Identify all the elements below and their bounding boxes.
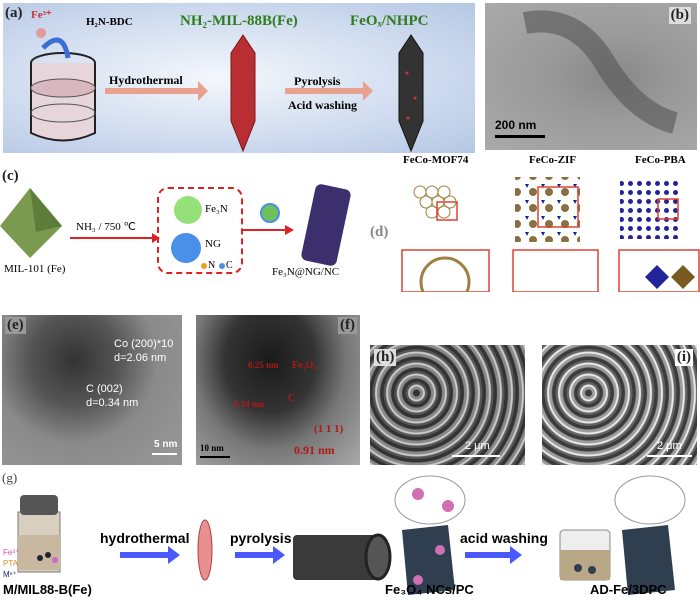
step-hydrothermal: Hydrothermal [109,73,183,87]
panel-label: (d) [370,224,389,240]
fe3n-sphere [174,196,202,224]
arrow-pyrolysis [235,546,285,564]
legend-n: N [208,260,216,271]
step-acid-washing: acid washing [460,530,548,546]
panel-label: (e) [5,317,26,334]
scale-bar-label: 200 nm [495,118,537,132]
arrow-hydrothermal [105,81,208,101]
legend-c: C [226,260,233,271]
mof-spindle [197,519,213,581]
panel-a: (a) Fe³⁺ H₂N-BDC NH₂-MIL-88B(Fe) FeOₓ/NH… [3,3,475,153]
panel-f-hrtem-image: (f) 0.25 nm Fe₃O₄ 0.34 nm C (1 1 1) 0.91… [196,315,360,465]
metal-legend: Mⁿ⁺ [3,570,17,579]
arrow-hydrothermal [120,546,180,564]
panel-label: (c) [2,168,19,184]
d-spacing-3: 0.91 nm [294,443,335,457]
ng-sphere [171,233,201,263]
mof-title: NH₂-MIL-88B(Fe) [180,13,298,29]
carbon-crystal [398,34,424,153]
arrow-acid-washing [465,546,522,564]
step-pyrolysis: Pyrolysis [294,74,341,88]
scale-bar [495,135,545,138]
panel-b-tem-image: (b) 200 nm [485,3,697,150]
structure-title-mof74: FeCo-MOF74 [403,154,469,166]
d-spacing-2: 0.34 nm [234,399,265,409]
scale-bar-label: 10 nm [200,443,224,453]
scale-bar-label: 2 μm [657,440,682,452]
intermediate-label: Fe₃O₄ NCs/PC [385,582,474,597]
d-spacing-1: 0.25 nm [248,360,279,370]
panel-label: (f) [338,317,357,334]
panel-a-graphics [30,28,424,153]
panel-label: (a) [5,5,23,21]
precursor-label: M/MIL88-B(Fe) [3,582,92,597]
fe3n-label: Fe₃N [205,203,228,215]
fe-label: Fe³⁺ [31,9,52,21]
autoclave-icon [17,495,61,573]
arrow-nh3 [152,233,160,243]
scale-bar [452,455,500,457]
fe-ion-icon [36,28,46,38]
product-label: Fe₃N@NG/NC [272,266,340,278]
ng-label: NG [205,238,221,250]
scale-bar-label: 5 nm [154,439,178,450]
panel-g: (g) Fe³⁺ PTA Mⁿ⁺ M/MIL88-B(Fe) hydrother… [0,470,700,600]
precursor-label: MIL-101 (Fe) [4,263,66,275]
panel-h-sem-image: (h) 2 μm [370,345,525,465]
graphene-sheet [394,475,466,525]
panel-label: (i) [674,349,693,366]
annotation-c-plane: C (002) [86,383,123,395]
phase-fe3o4: Fe₃O₄ [292,360,317,371]
step-pyrolysis: pyrolysis [230,530,292,546]
step-acid-washing: Acid washing [288,98,358,112]
annotation-c-spacing: d=0.34 nm [86,397,139,409]
step-hydrothermal: hydrothermal [100,530,190,546]
annotation-co-spacing: d=2.06 nm [114,352,167,364]
scale-bar [647,455,692,457]
mof-crystal [230,34,256,153]
curved-arrow-icon [41,37,71,59]
structure-title-zif: FeCo-ZIF [529,154,577,166]
ligand-label: H₂N-BDC [86,16,133,28]
product-title: FeOₓ/NHPC [350,13,429,29]
scale-bar [152,453,177,455]
annotation-co-plane: Co (200)*10 [114,338,174,350]
nc-cylinder [301,184,351,266]
panel-label: (b) [668,7,691,24]
panel-d: FeCo-MOF74 FeCo-ZIF FeCo-PBA (d) [365,152,700,292]
octahedron-icon [0,188,62,258]
product-label: AD-Fe/3DPC [590,582,667,597]
panel-c: (c) MIL-101 (Fe) NH₃ / 750 ℃ Fe₃N NG N C… [0,168,360,283]
panel-label: (h) [374,349,397,366]
panel-i-sem-image: (i) 2 μm [542,345,697,465]
structure-title-pba: FeCo-PBA [635,154,686,166]
plane-index: (1 1 1) [314,423,344,435]
arrow-pyrolysis [285,81,373,101]
panel-e-hrtem-image: (e) Co (200)*10 d=2.06 nm C (002) d=0.34… [2,315,182,465]
panel-label: (g) [2,470,18,485]
pta-legend: PTA [3,559,18,568]
beaker-icon [30,52,96,142]
tube-furnace-icon [293,535,378,580]
scale-bar-label: 2 μm [465,440,490,452]
beaker-icon [559,529,611,581]
condition-label: NH₃ / 750 ℃ [76,221,136,233]
fe-legend: Fe³⁺ [3,548,20,557]
scale-bar [200,456,230,458]
phase-c: C [288,393,296,404]
